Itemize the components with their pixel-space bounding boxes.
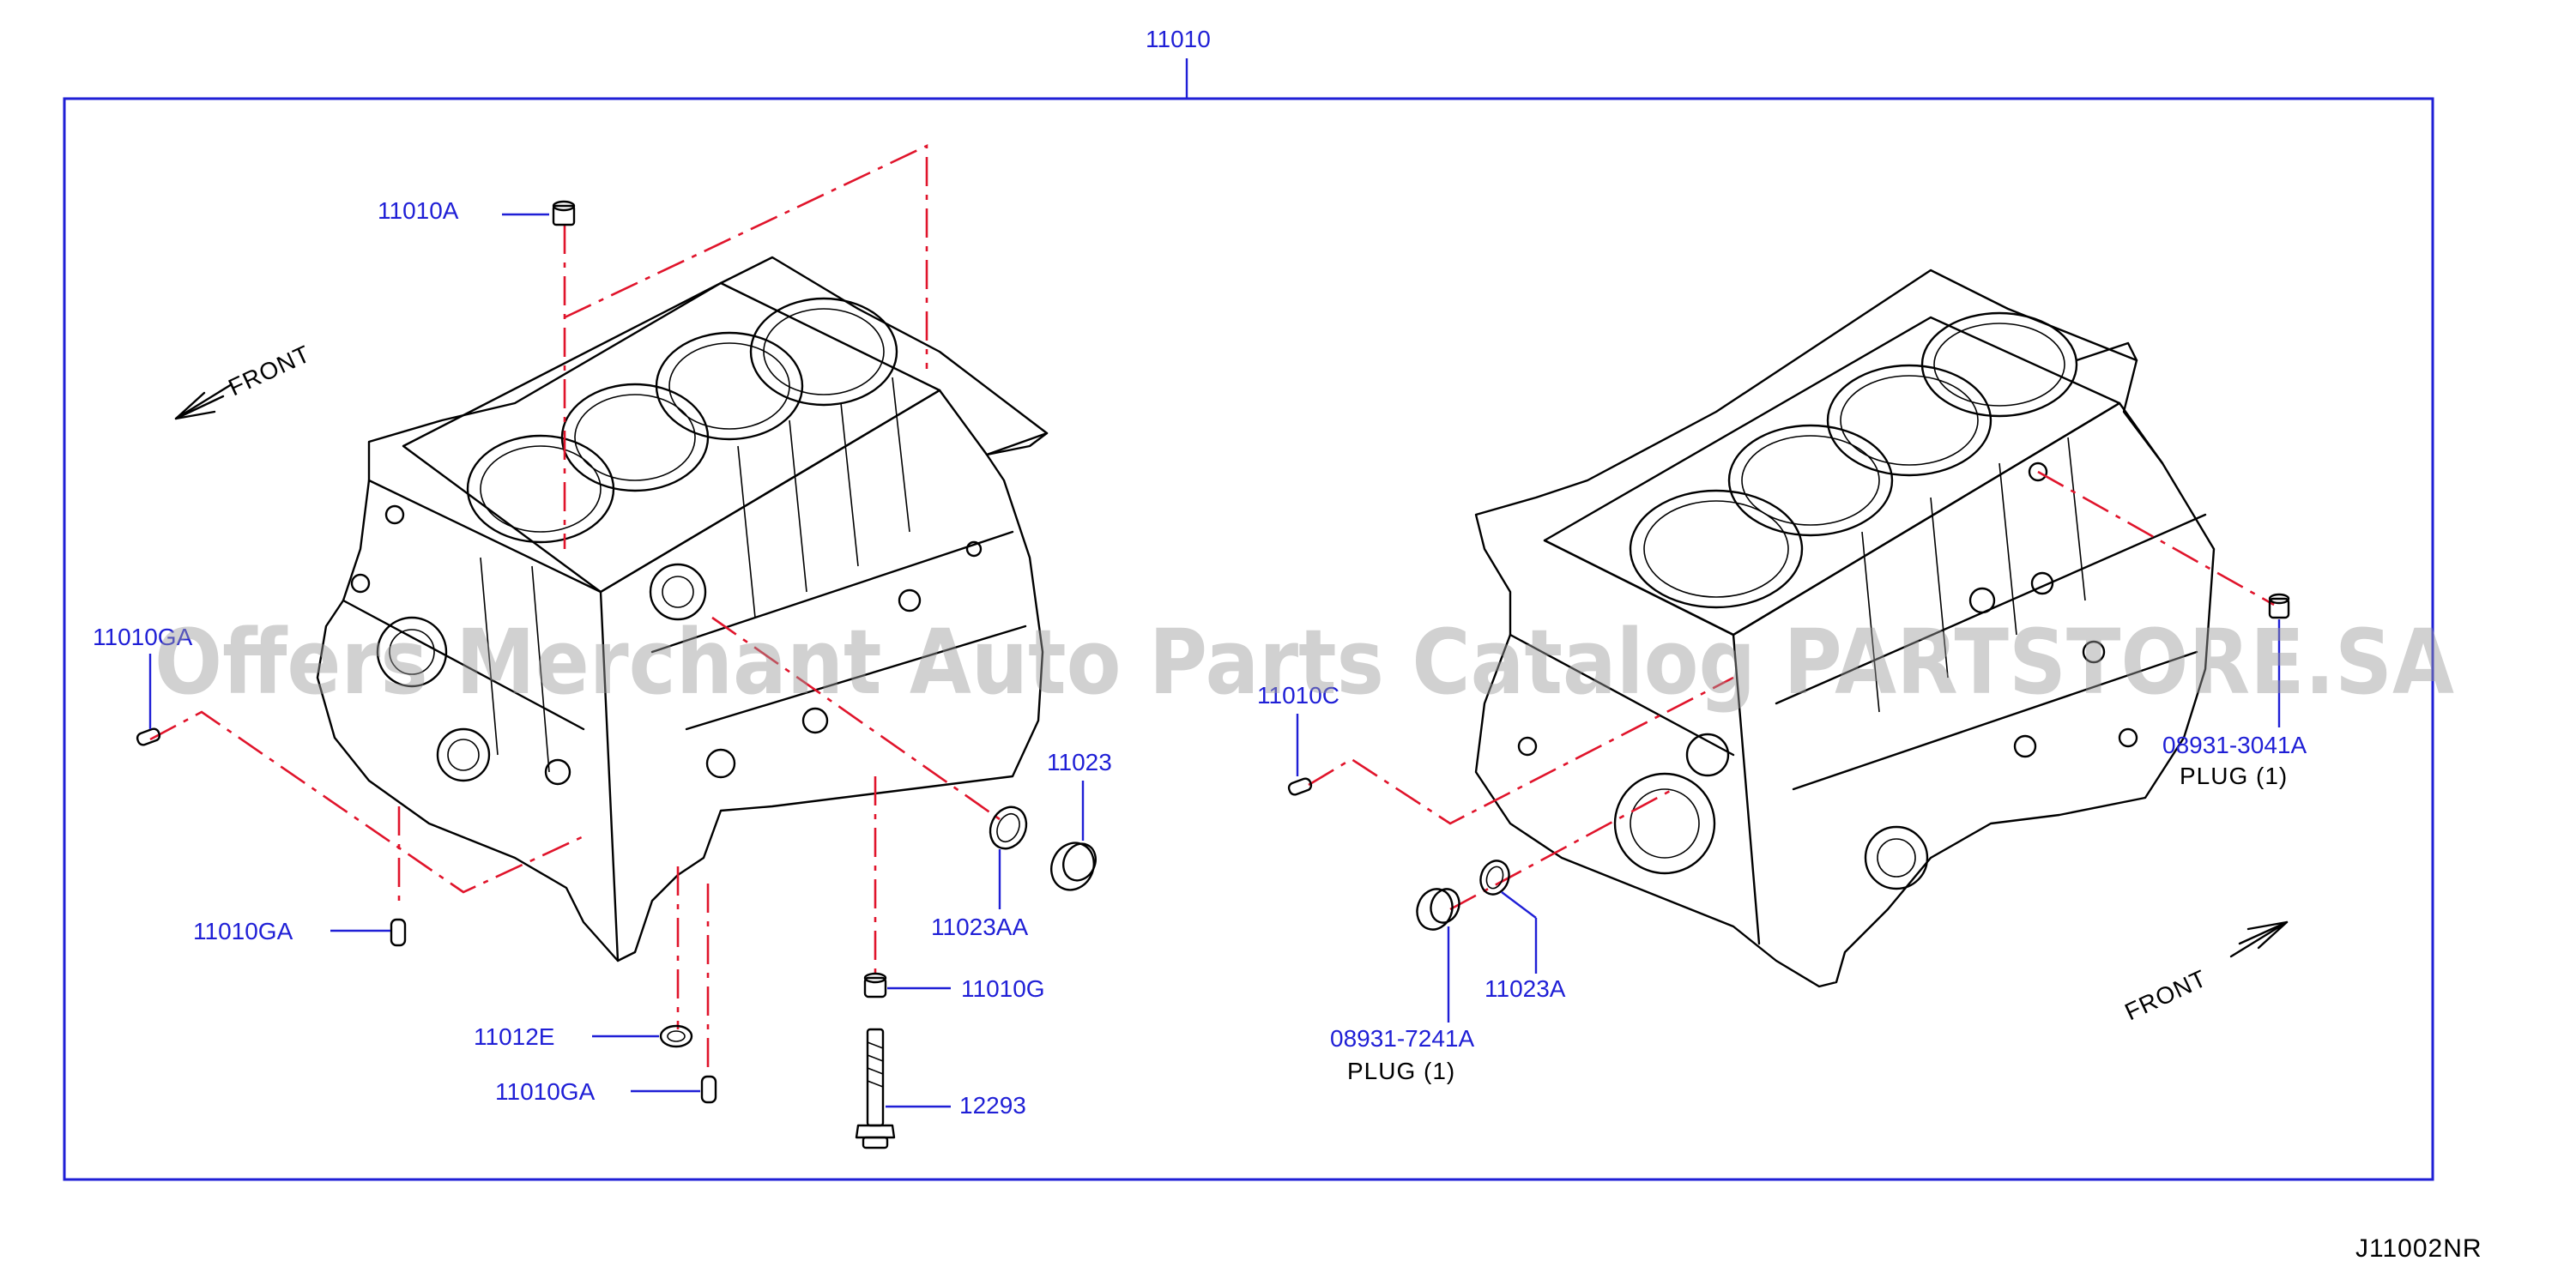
part-11010GA-left[interactable]: [136, 727, 161, 746]
part-11012E[interactable]: [659, 1024, 693, 1048]
leader-11023A: [1501, 891, 1537, 919]
part-11010GA-lower[interactable]: [700, 1075, 717, 1104]
part-12293-bolt[interactable]: [855, 1028, 896, 1149]
callout-11010GA-bottom[interactable]: 11010GA: [193, 918, 293, 944]
callout-11012E[interactable]: 11012E: [474, 1023, 554, 1050]
alignment-lines-left: [149, 143, 1001, 1072]
bore-r2: [1727, 424, 1894, 537]
part-11023AA-gasket[interactable]: [983, 801, 1032, 854]
plug-label-1: PLUG (1): [1347, 1058, 1455, 1084]
part-11010C[interactable]: [1287, 777, 1313, 796]
callout-08931-7241A[interactable]: 08931-7241A: [1330, 1025, 1474, 1052]
callout-11023AA[interactable]: 11023AA: [931, 914, 1028, 940]
front-arrow-right: FRONT: [2120, 920, 2289, 1025]
callout-11010A[interactable]: 11010A: [378, 197, 459, 224]
plug-label-2: PLUG (1): [2180, 763, 2288, 789]
cylinder-block-right: [1474, 268, 2216, 988]
callout-11010GA-left[interactable]: 11010GA: [93, 624, 193, 650]
front-label-right: FRONT: [2120, 964, 2210, 1025]
watermark: Offers Merchant Auto Parts Catalog PARTS…: [154, 610, 2454, 715]
bore-r1: [1629, 489, 1804, 609]
part-11023-plug[interactable]: [1043, 836, 1101, 896]
callout-11023A[interactable]: 11023A: [1485, 975, 1566, 1002]
part-11010GA-bottom[interactable]: [390, 918, 407, 947]
part-11023A-gasket[interactable]: [1476, 857, 1514, 899]
front-arrow-left: FRONT: [174, 340, 314, 420]
part-11010G[interactable]: [863, 972, 887, 998]
part-08931-7241A-plug[interactable]: [1412, 884, 1464, 935]
bore-4: [749, 297, 898, 407]
bore-1: [466, 434, 615, 544]
front-label-left: FRONT: [224, 340, 314, 401]
part-08931-3041A-plug[interactable]: [2268, 593, 2290, 619]
callout-12293[interactable]: 12293: [959, 1092, 1026, 1119]
alignment-lines-right: [1308, 470, 2275, 911]
callout-11010[interactable]: 11010: [1146, 26, 1211, 52]
bore-2: [560, 383, 710, 492]
callout-11010GA-lower[interactable]: 11010GA: [495, 1078, 596, 1105]
drawing-code: J11002NR: [2355, 1234, 2482, 1263]
assembly-frame: [63, 97, 2434, 1181]
callout-11023[interactable]: 11023: [1047, 749, 1112, 775]
part-11010A[interactable]: [552, 200, 576, 226]
cylinder-block-left: [316, 256, 1049, 962]
bore-r4: [1920, 311, 2078, 418]
callout-11010G[interactable]: 11010G: [961, 975, 1045, 1002]
callout-11010C[interactable]: 11010C: [1257, 682, 1339, 709]
bore-r3: [1826, 364, 1992, 477]
callout-08931-3041A[interactable]: 08931-3041A: [2162, 732, 2307, 758]
bore-3: [655, 331, 804, 441]
